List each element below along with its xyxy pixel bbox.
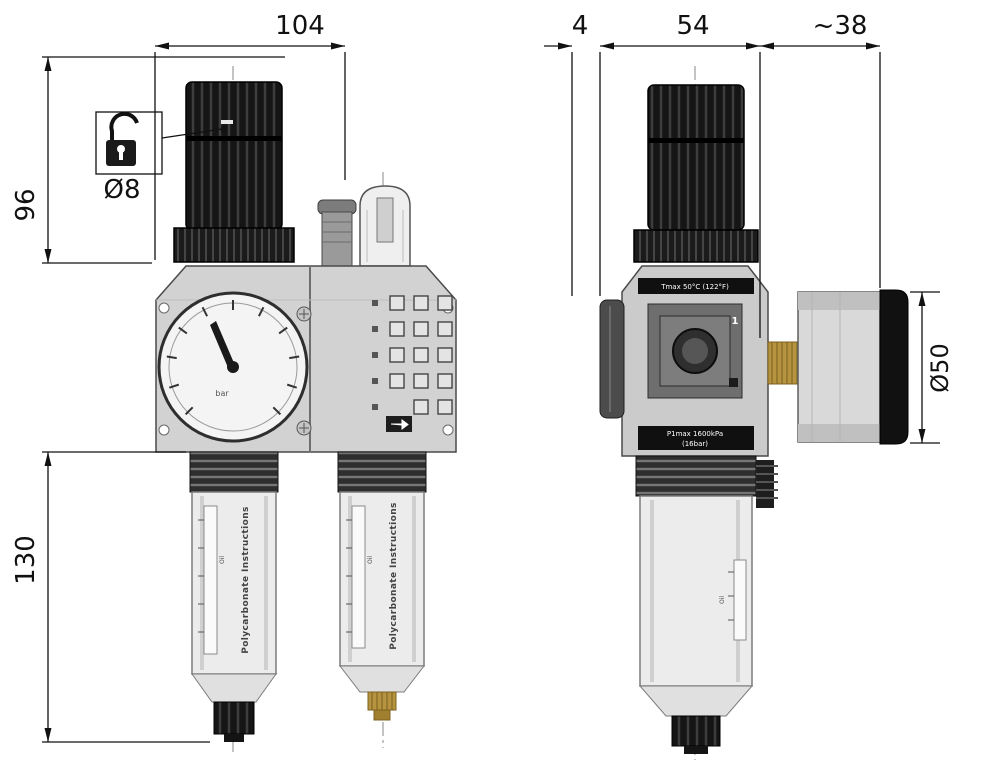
seam-screw xyxy=(296,306,312,322)
dim-front-width: 104 xyxy=(154,11,346,260)
seam-screw xyxy=(296,420,312,436)
front-pressure-gauge: bar xyxy=(157,291,309,443)
vent-dots xyxy=(372,300,378,410)
p1max-label-line1: P1max 1600kPa xyxy=(667,430,723,438)
bowl-instructions-label: Polycarbonate Instructions xyxy=(389,502,399,650)
callout-frame xyxy=(95,111,163,175)
sight-window: Oil xyxy=(719,559,747,641)
p1max-label-line2: (16bar) xyxy=(682,440,708,448)
mount-hole xyxy=(158,424,170,436)
p1max-plate xyxy=(638,426,754,450)
bowl-latch xyxy=(756,460,778,508)
open-lock-icon xyxy=(106,111,139,166)
dimensions: 104 96 130 Ø8 xyxy=(11,11,954,743)
port-number-label: 1 xyxy=(732,316,739,327)
side-knob-collar xyxy=(633,229,759,263)
oil-label: Oil xyxy=(367,556,374,564)
front-knob-collar xyxy=(173,227,295,263)
bowl-collar xyxy=(337,451,427,493)
gauge-unit-label: bar xyxy=(215,389,229,398)
dim-side-top: 4 54 ~38 xyxy=(544,11,881,338)
side-view: Tmax 50°C (122°F) 1 P1max 1600kPa (16bar… xyxy=(599,84,909,754)
tmax-label: Tmax 50°C (122°F) xyxy=(660,283,729,291)
dim-label-4: 4 xyxy=(572,11,589,41)
leader-dot xyxy=(220,125,228,133)
bowl-collar xyxy=(189,451,279,493)
gauge-bezel xyxy=(879,289,909,445)
dim-label-130: 130 xyxy=(11,535,41,585)
dim-label-d8: Ø8 xyxy=(103,175,140,205)
panel-icon xyxy=(729,378,738,387)
dim-front-height-top: 96 xyxy=(11,56,285,264)
side-bowl: Oil xyxy=(635,455,778,754)
gauge-needle xyxy=(210,321,237,370)
dim-gauge-diameter: Ø50 xyxy=(910,291,954,444)
drain-knob xyxy=(671,715,721,754)
front-sight-dome xyxy=(359,185,411,267)
dim-label-d50: Ø50 xyxy=(926,343,954,392)
dim-front-height-bowl: 130 xyxy=(11,451,210,743)
bowl-collar xyxy=(635,455,757,497)
lubricator-vent-grid xyxy=(372,295,453,415)
side-regulator-knob xyxy=(633,84,759,263)
sight-tube: Oil xyxy=(198,505,226,655)
dim-label-96: 96 xyxy=(11,188,41,221)
gauge-ticks xyxy=(166,300,300,416)
front-right-bowl: Oil Polycarbonate Instructions xyxy=(337,451,427,721)
drain-fitting-brass xyxy=(367,691,397,721)
front-fill-cap xyxy=(317,199,357,267)
lock-callout: Ø8 xyxy=(95,111,228,205)
drain-knob xyxy=(213,701,255,742)
dim-label-38: ~38 xyxy=(813,11,868,41)
dim-label-104: 104 xyxy=(275,11,325,41)
mount-hole xyxy=(158,302,170,314)
oil-label: Oil xyxy=(219,556,226,564)
bowl-instructions-label: Polycarbonate Instructions xyxy=(241,506,251,654)
knob-marker xyxy=(221,120,233,124)
side-port-block xyxy=(599,299,625,419)
front-left-bowl: Oil Polycarbonate Instructions xyxy=(189,451,279,742)
flow-arrow-icon xyxy=(386,416,412,432)
oil-label: Oil xyxy=(719,596,726,604)
dim-label-54: 54 xyxy=(676,11,709,41)
side-gauge xyxy=(797,289,909,445)
front-view: bar xyxy=(155,81,457,742)
tmax-plate xyxy=(638,278,754,294)
side-body: Tmax 50°C (122°F) 1 P1max 1600kPa (16bar… xyxy=(599,265,769,457)
sight-tube: Oil xyxy=(346,505,374,649)
gauge-stud-brass xyxy=(767,341,799,385)
mount-hole xyxy=(442,424,454,436)
front-regulator-knob xyxy=(173,81,295,263)
